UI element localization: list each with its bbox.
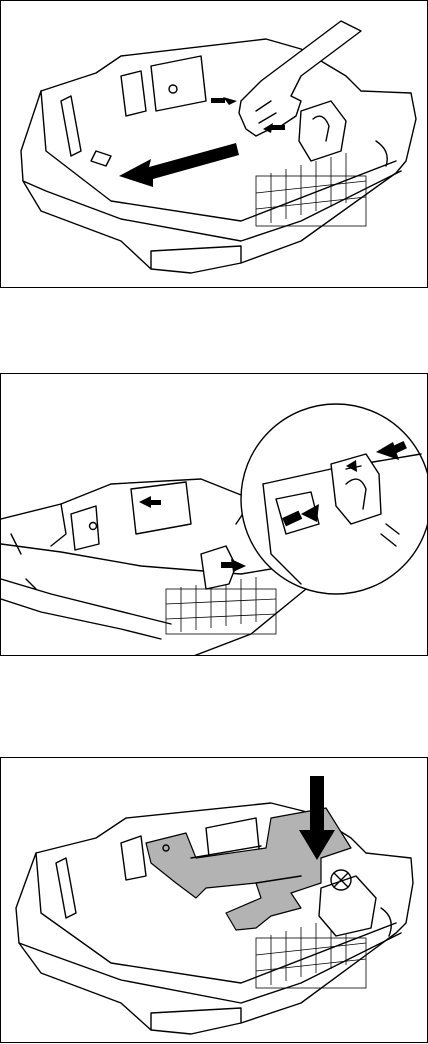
paper-tray-icon [1,374,428,656]
slide-left-arrow-icon [119,143,239,187]
paper-tray-icon [1,1,428,288]
paper-tray-icon [1,758,428,1043]
squeeze-arrows-icon [231,559,246,572]
step-1-panel [0,0,428,288]
step-3-panel [0,757,428,1043]
step-2-panel [0,373,428,656]
magnifier-callout-icon [236,404,428,594]
